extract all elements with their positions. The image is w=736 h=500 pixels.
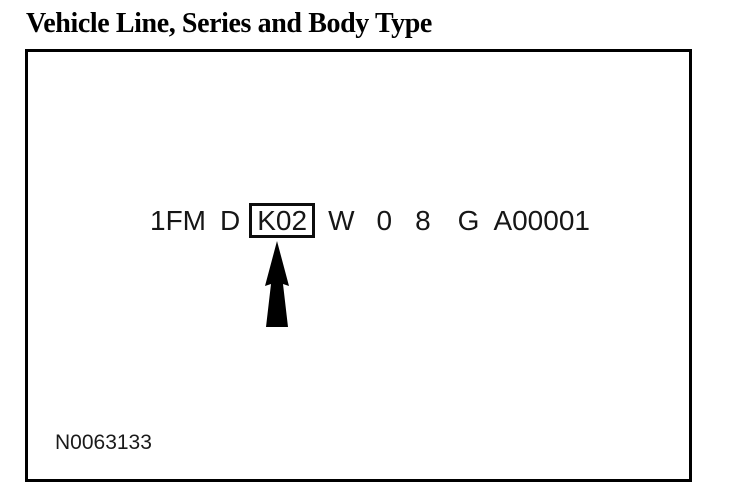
vin-segment-assembly-plant: G [457,204,480,236]
vin-segment-engine: W [328,204,355,236]
vin-segment-model-year: 8 [415,204,431,236]
page-title: Vehicle Line, Series and Body Type [26,8,432,39]
vin-segment-line-series-body-highlight-box: K02 [249,203,316,238]
vin-code-row: 1FM D K02 W 0 8 G A00001 [150,203,590,238]
vin-segment-line-series-body: K02 [257,204,308,236]
vin-segment-check-digit: 0 [376,204,393,236]
figure-frame: 1FM D K02 W 0 8 G A00001 N0063133 [25,49,692,482]
vin-segment-world-manufacturer: 1FM [150,204,206,236]
vin-segment-restraint: D [220,204,241,236]
vin-segment-sequence-number: A00001 [493,204,590,236]
figure-number: N0063133 [55,431,152,454]
up-arrow-icon [265,241,289,327]
